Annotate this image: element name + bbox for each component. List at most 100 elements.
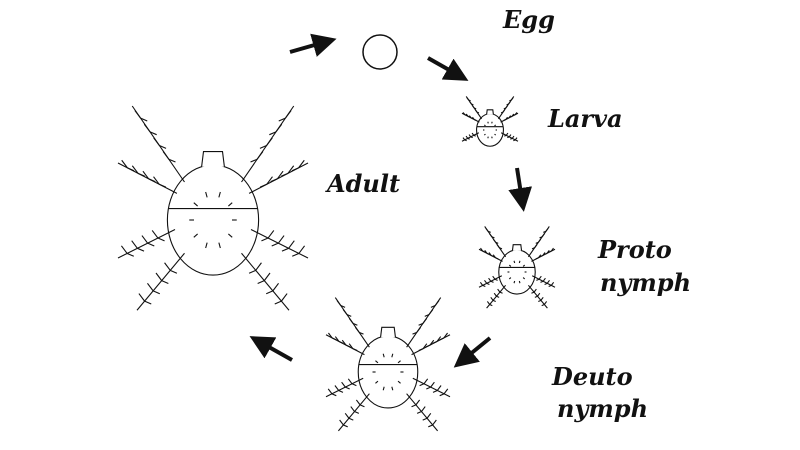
deutonymph-leg-hair [428,424,433,428]
protonymph-seta [513,260,516,264]
protonymph-leg-hair [487,230,491,233]
protonymph-leg-hair [479,282,484,286]
adult-leg-hair [153,137,160,146]
larva-leg-hair [504,134,507,137]
protonymph-leg-hair [499,291,503,294]
protonymph-leg-hair [491,255,495,258]
cycle-arrow-icon [289,33,337,57]
adult-leg-hair [155,272,163,281]
larva-seta [494,133,497,136]
deutonymph-leg-hair [426,412,432,419]
protonymph-leg-hair [496,244,500,249]
deutonymph-leg-hair [432,419,437,426]
adult-leg-hair [281,247,289,252]
deutonymph-leg [337,393,370,432]
deutonymph-leg-hair [424,313,430,317]
protonymph-leg-hair [546,249,550,254]
protonymph-leg-hair [482,284,486,288]
deutonymph-leg-hair [341,339,347,346]
larva-leg-hair [473,118,477,121]
deutonymph-seta [397,360,401,364]
adult-leg-hair [287,165,295,174]
cycle-arrow-icon [249,336,293,362]
larva-leg-hair [473,134,476,137]
protonymph-leg-hair [486,282,490,285]
adult-leg-hair [298,245,306,254]
deutonymph-leg-hair [422,343,428,350]
protonymph-seta [522,277,526,280]
protonymph-seta [522,264,526,267]
deutonymph-leg-hair [352,348,358,352]
deutonymph-leg-hair [352,322,358,326]
larva-leg-hair [466,97,470,101]
adult-leg-hair [159,145,167,149]
cycle-arrow-icon [427,56,469,81]
adult-leg-hair [281,172,289,177]
larva-leg-hair [470,117,474,120]
deutonymph-leg-hair [443,388,449,395]
adult-seta [205,242,208,249]
adult-leg-hair [269,131,277,136]
protonymph-leg-hair [538,254,542,259]
larva-leg-hair [465,135,469,139]
larva-leg-hair [471,103,474,106]
protonymph-label-line1: Proto [597,235,672,264]
larva-leg-hair [468,134,472,138]
adult-leg-hair [266,137,273,146]
larva-leg-hair [505,132,509,136]
adult-leg-hair [143,123,151,133]
deutonymph-leg-hair [443,332,449,339]
deutonymph-leg-hair [331,337,337,341]
larva-leg-hair [470,136,473,139]
adult-leg-hair [257,280,265,284]
adult-leg-hair [256,151,264,160]
protonymph-seta [508,277,512,280]
adult-leg [136,252,185,311]
deutonymph-seta [397,380,401,384]
larva-seta [483,133,486,136]
deutonymph-leg-hair [421,406,426,412]
adult-leg-hair [137,247,145,252]
protonymph-leg-hair [491,236,495,239]
adult-leg-hair [263,272,271,281]
protonymph-leg-hair [492,238,497,243]
protonymph-leg-hair [541,303,545,307]
larva-leg-hair [506,117,510,120]
protonymph-leg-hair [548,284,552,288]
protonymph-leg-hair [542,277,546,282]
larva-leg-hair [509,115,513,118]
protonymph-leg-hair [490,296,494,301]
adult-leg [241,252,290,311]
deutonymph-leg-hair [336,300,342,306]
protonymph-leg-hair [495,257,499,260]
protonymph-leg-hair [550,282,555,286]
deutonymph-leg-hair [334,385,340,391]
deutonymph-leg-hair [345,386,350,390]
adult-leg-hair [153,176,160,185]
protonymph-leg-hair [539,255,543,258]
protonymph-leg-hair [535,257,539,260]
protonymph-leg-hair [484,249,488,254]
deutonymph-leg-hair [415,399,421,406]
deutonymph-leg-hair [425,344,431,348]
adult-leg-hair [131,165,139,174]
deutonymph-leg-hair [419,383,425,387]
adult-seta [193,202,198,207]
adult-leg-hair [138,293,146,302]
deutonymph-leg-hair [436,385,442,391]
adult-leg-hair [274,300,282,305]
adult-leg-hair [275,123,283,133]
protonymph-label-line2: nymph [600,268,691,297]
larva-leg-hair [469,101,472,105]
protonymph-leg-hair [493,292,497,297]
adult-body [166,164,260,276]
protonymph-leg-hair [533,288,537,293]
protonymph-leg-hair [492,275,496,280]
deutonymph-seta [375,360,379,364]
deutonymph-leg-hair [411,404,417,408]
larva-leg-hair [500,111,504,114]
larva-leg-hair [476,111,480,114]
adult-leg-hair [140,117,148,122]
protonymph-leg-hair [535,241,539,244]
deutonymph-leg-hair [347,378,353,385]
